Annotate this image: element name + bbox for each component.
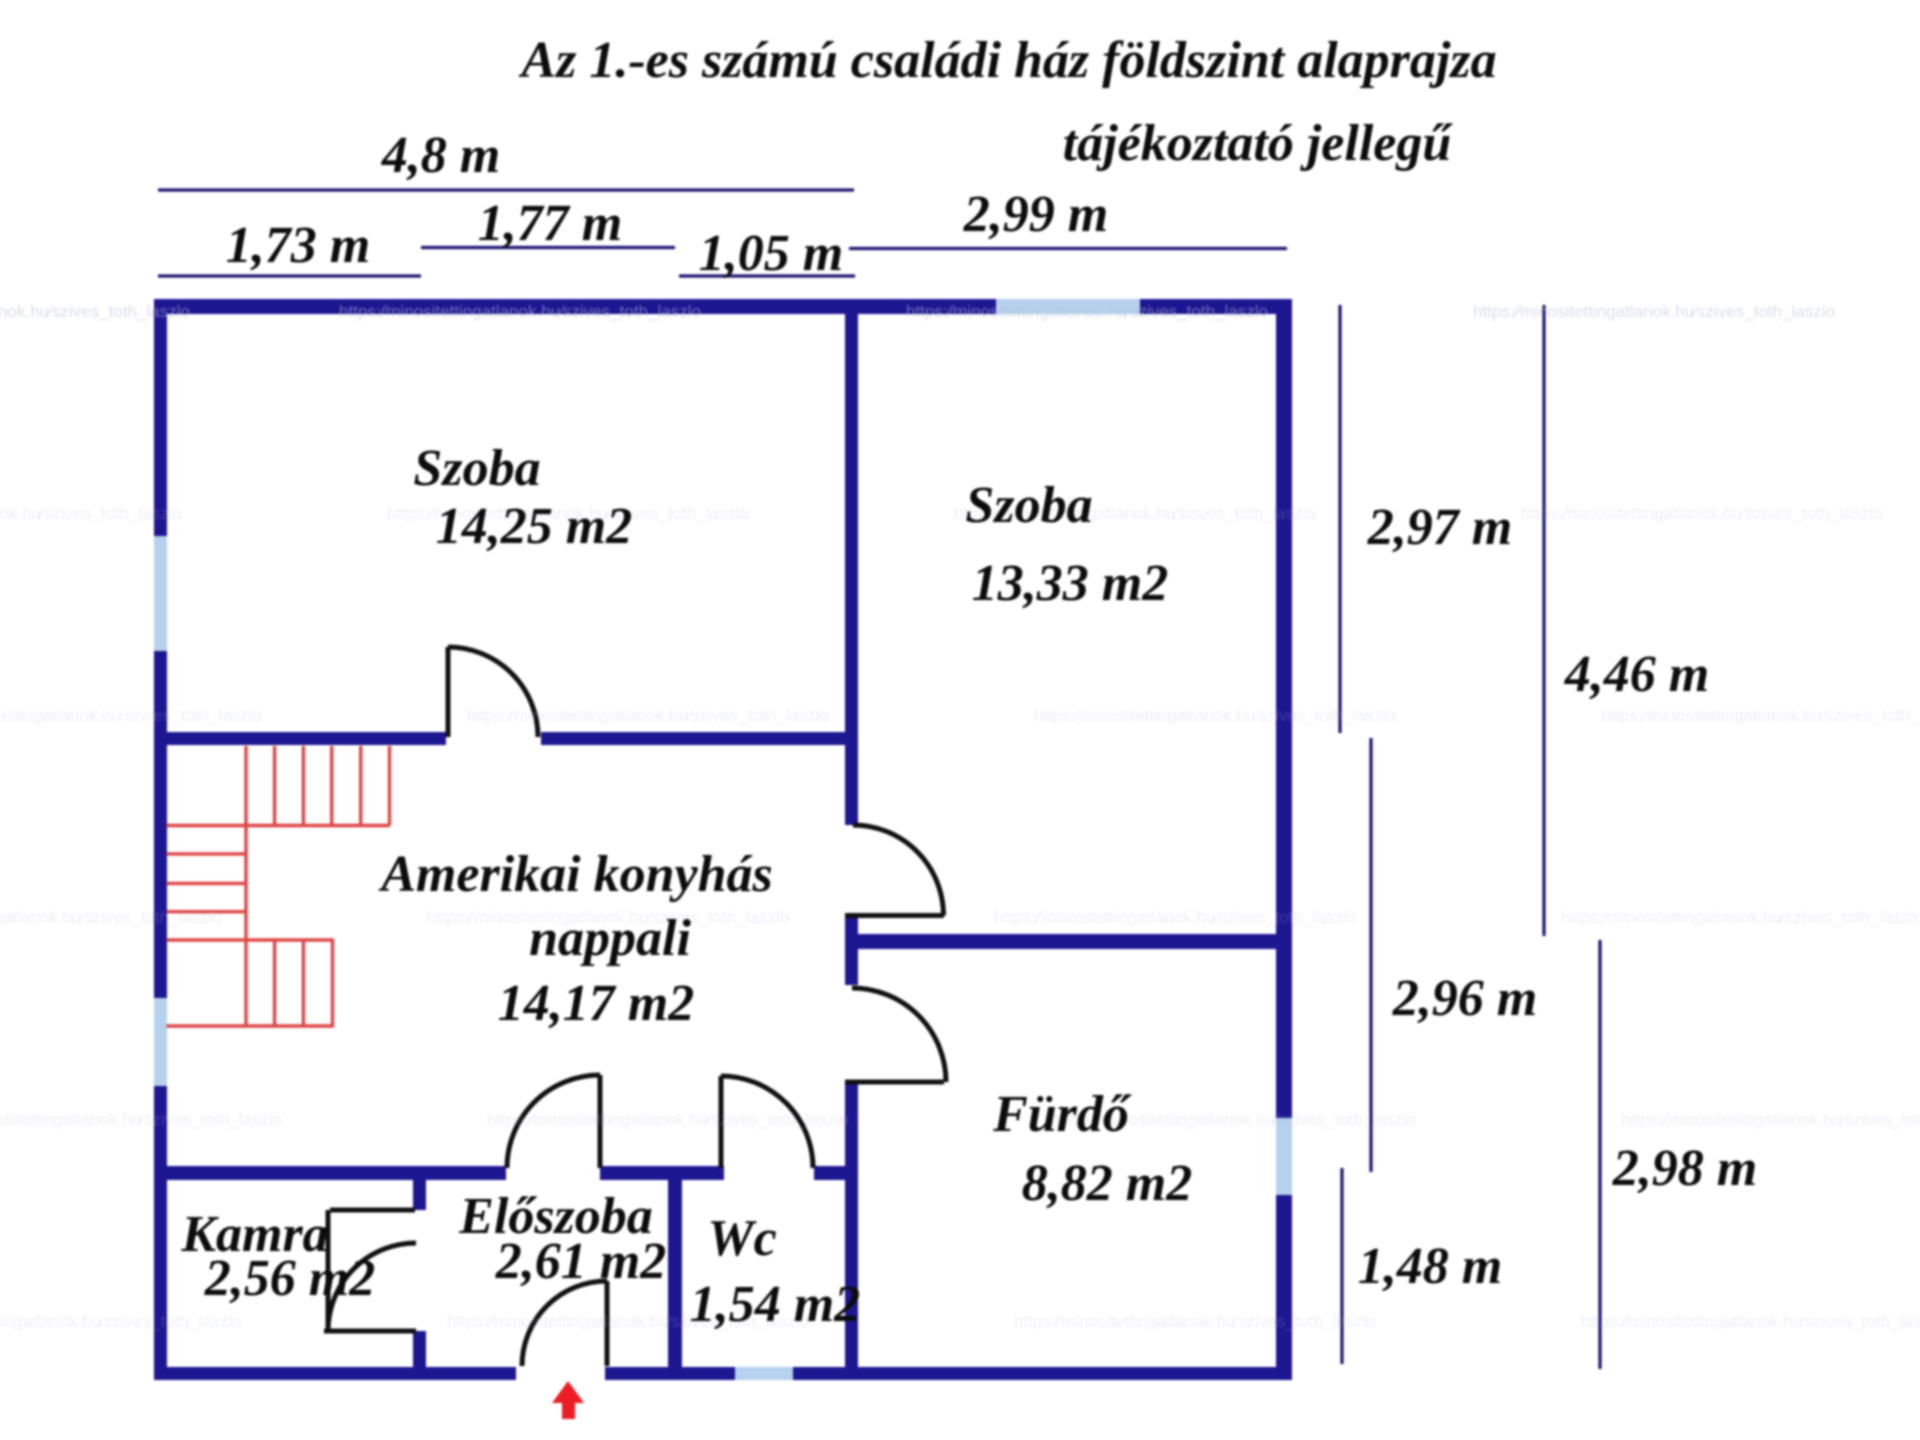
svg-text:2,56 m2: 2,56 m2: [204, 1250, 375, 1307]
svg-text:14,17 m2: 14,17 m2: [498, 975, 694, 1032]
svg-text:https:∕∕minositettingatlanok.h: https:∕∕minositettingatlanok.hu∕szives_t…: [447, 1312, 809, 1331]
svg-text:8,82 m2: 8,82 m2: [1022, 1155, 1192, 1212]
svg-text:4,8 m: 4,8 m: [381, 127, 500, 184]
svg-text:https:∕∕minositettingatlanok.h: https:∕∕minositettingatlanok.hu∕szives_t…: [1561, 908, 1920, 927]
svg-text:https:∕∕minositettingatlanok.h: https:∕∕minositettingatlanok.hu∕szives_t…: [1473, 302, 1835, 321]
svg-text:https:∕∕minositettingatlanok.h: https:∕∕minositettingatlanok.hu∕szives_t…: [1621, 1110, 1920, 1129]
svg-text:https:∕∕minositettingatlanok.h: https:∕∕minositettingatlanok.hu∕szives_t…: [427, 908, 789, 927]
svg-text:1,54 m2: 1,54 m2: [690, 1276, 860, 1333]
svg-text:https:∕∕minositettingatlanok.h: https:∕∕minositettingatlanok.hu∕szives_t…: [1521, 504, 1883, 523]
svg-text:13,33 m2: 13,33 m2: [972, 555, 1168, 612]
svg-text:14,25 m2: 14,25 m2: [436, 498, 632, 555]
svg-text:Amerikai konyhás: Amerikai konyhás: [378, 846, 773, 903]
svg-text:https:∕∕minositettingatlanok.h: https:∕∕minositettingatlanok.hu∕szives_t…: [994, 908, 1356, 927]
svg-text:https:∕∕minositettingatlanok.h: https:∕∕minositettingatlanok.hu∕szives_t…: [1581, 1312, 1920, 1331]
svg-text:4,46 m: 4,46 m: [1564, 646, 1709, 703]
svg-text:https:∕∕minositettingatlanok.h: https:∕∕minositettingatlanok.hu∕szives_t…: [0, 1312, 242, 1331]
svg-text:https:∕∕minositettingatlanok.h: https:∕∕minositettingatlanok.hu∕szives_t…: [1014, 1312, 1376, 1331]
svg-text:https:∕∕minositettingatlanok.h: https:∕∕minositettingatlanok.hu∕szives_t…: [0, 1110, 282, 1129]
svg-text:Szoba: Szoba: [413, 440, 540, 497]
svg-text:https:∕∕minositettingatlanok.h: https:∕∕minositettingatlanok.hu∕szives_t…: [0, 706, 262, 725]
svg-text:Szoba: Szoba: [965, 477, 1092, 534]
svg-text:Wc: Wc: [707, 1210, 776, 1267]
svg-text:Az 1.-es számú családi ház föl: Az 1.-es számú családi ház földszint ala…: [518, 32, 1496, 89]
svg-text:2,61 m2: 2,61 m2: [495, 1233, 666, 1290]
svg-text:https:∕∕minositettingatlanok.h: https:∕∕minositettingatlanok.hu∕szives_t…: [954, 504, 1316, 523]
svg-text:2,98 m: 2,98 m: [1612, 1140, 1757, 1197]
svg-text:https:∕∕minositettingatlanok.h: https:∕∕minositettingatlanok.hu∕szives_t…: [1054, 1110, 1416, 1129]
svg-text:1,05 m: 1,05 m: [699, 225, 843, 282]
svg-text:https:∕∕minositettingatlanok.h: https:∕∕minositettingatlanok.hu∕szives_t…: [0, 302, 190, 321]
svg-text:1,77 m: 1,77 m: [478, 195, 622, 252]
svg-text:2,99 m: 2,99 m: [963, 186, 1108, 243]
svg-text:https:∕∕minositettingatlanok.h: https:∕∕minositettingatlanok.hu∕szives_t…: [0, 908, 222, 927]
svg-text:2,97 m: 2,97 m: [1367, 499, 1512, 556]
svg-text:https:∕∕minositettingatlanok.h: https:∕∕minositettingatlanok.hu∕szives_t…: [1601, 706, 1920, 725]
svg-text:https:∕∕minositettingatlanok.h: https:∕∕minositettingatlanok.hu∕szives_t…: [906, 302, 1268, 321]
svg-text:Kamra: Kamra: [180, 1206, 328, 1263]
svg-text:https:∕∕minositettingatlanok.h: https:∕∕minositettingatlanok.hu∕szives_t…: [467, 706, 829, 725]
svg-text:https:∕∕minositettingatlanok.h: https:∕∕minositettingatlanok.hu∕szives_t…: [487, 1110, 849, 1129]
svg-text:2,96 m: 2,96 m: [1392, 970, 1537, 1027]
svg-text:https:∕∕minositettingatlanok.h: https:∕∕minositettingatlanok.hu∕szives_t…: [339, 302, 701, 321]
svg-text:nappali: nappali: [529, 910, 691, 967]
svg-text:https:∕∕minositettingatlanok.h: https:∕∕minositettingatlanok.hu∕szives_t…: [0, 504, 182, 523]
svg-text:Előszoba: Előszoba: [458, 1188, 653, 1245]
svg-text:tájékoztató jellegű: tájékoztató jellegű: [1063, 115, 1454, 172]
svg-text:1,48 m: 1,48 m: [1358, 1238, 1502, 1295]
svg-text:Fürdő: Fürdő: [992, 1086, 1132, 1143]
svg-text:https:∕∕minositettingatlanok.h: https:∕∕minositettingatlanok.hu∕szives_t…: [1034, 706, 1396, 725]
svg-text:https:∕∕minositettingatlanok.h: https:∕∕minositettingatlanok.hu∕szives_t…: [387, 504, 749, 523]
svg-text:1,73 m: 1,73 m: [226, 217, 370, 274]
